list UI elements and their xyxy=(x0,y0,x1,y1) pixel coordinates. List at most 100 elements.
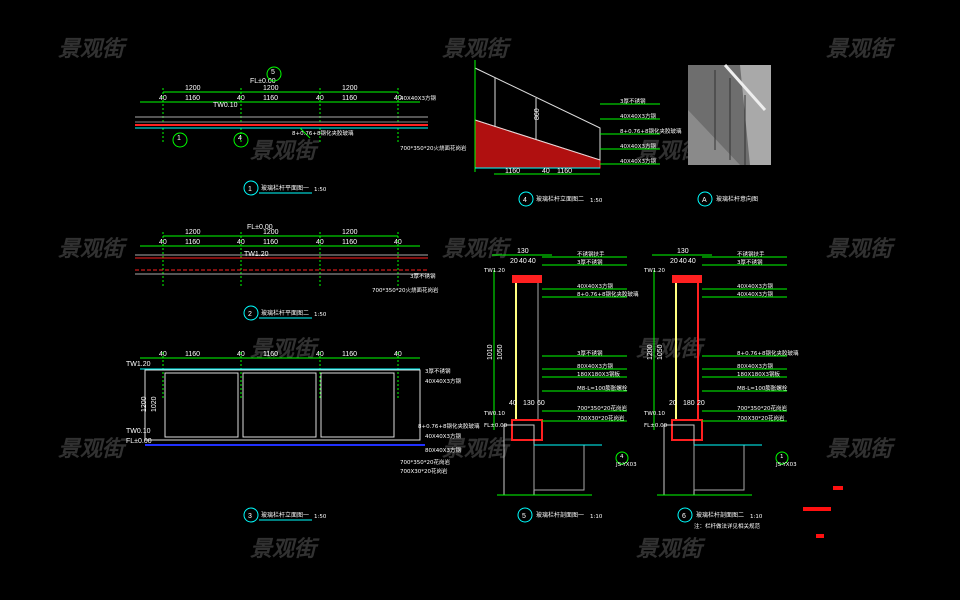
note: 40X40X3方钢 xyxy=(737,282,774,290)
dim-post: 40 xyxy=(316,95,324,102)
level-tw: TW1.20 xyxy=(244,251,269,258)
granite-note: 700*350*20火烧面花岗岩 xyxy=(400,144,467,152)
dim-clear: 1160 xyxy=(342,239,357,246)
dim-span: 1200 xyxy=(263,229,279,236)
subgrade xyxy=(533,444,585,491)
level-tw: TW0.10 xyxy=(126,428,151,435)
title-text: 玻璃栏杆剖面图一 xyxy=(536,511,584,519)
note: 3厚不锈钢 xyxy=(620,97,646,105)
dim-sub: 40 xyxy=(688,258,696,265)
note: 8+0.76+8钢化夹胶玻璃 xyxy=(577,290,639,298)
handrail xyxy=(512,275,542,283)
note: 40X40X3方钢 xyxy=(425,377,462,385)
note: 3厚不锈钢 xyxy=(410,272,436,280)
detail-ref-sheet: JS-YX03 xyxy=(775,462,797,468)
note: M8-L=100膨胀螺栓 xyxy=(737,384,788,392)
height-dim: 1020 xyxy=(151,396,158,412)
note: 700*350*20花岗岩 xyxy=(577,404,627,412)
marker-number: 1 xyxy=(177,135,181,142)
title-number: 6 xyxy=(682,513,686,520)
dim: 40 xyxy=(542,168,550,175)
dim-sub: 20 xyxy=(510,258,518,265)
note: 40X40X3方钢 xyxy=(577,282,614,290)
dim-post: 40 xyxy=(159,95,167,102)
section-marker: 1 xyxy=(172,132,188,148)
height-dim: 1050 xyxy=(657,344,664,360)
dim: 1160 xyxy=(505,168,520,175)
detail-ref-number: 4 xyxy=(620,454,624,460)
dim-bottom: 180 xyxy=(683,400,695,407)
level-fl: FL±0.00 xyxy=(247,224,273,231)
title-scale: 1:50 xyxy=(590,198,603,204)
handrail xyxy=(672,275,702,283)
title-text: 玻璃栏杆平面图二 xyxy=(261,309,309,317)
dim-post: 40 xyxy=(316,239,324,246)
dim-sub: 20 xyxy=(670,258,678,265)
watermark: 景观街 xyxy=(442,437,512,462)
dim-clear: 1160 xyxy=(185,239,200,246)
note: 40X40X3方钢 xyxy=(620,142,657,150)
red-mark xyxy=(816,534,824,538)
note: 700X30*20花岗岩 xyxy=(737,414,785,422)
dim-post: 40 xyxy=(237,239,245,246)
dim-post: 40 xyxy=(237,351,245,358)
watermark: 景观街 xyxy=(250,537,320,562)
title-number: 4 xyxy=(523,197,527,204)
watermark: 景观街 xyxy=(250,139,320,164)
dim-clear: 1160 xyxy=(263,95,278,102)
note: 不锈钢扶手 xyxy=(577,250,605,258)
base-plate xyxy=(511,419,543,441)
title-number: A xyxy=(702,197,707,204)
height-dim: 1010 xyxy=(487,344,494,360)
note: 40X40X3方钢 xyxy=(425,432,462,440)
dim-clear: 1160 xyxy=(185,351,200,358)
title-text: 玻璃栏杆立面图一 xyxy=(261,511,309,519)
dim-post: 40 xyxy=(159,239,167,246)
detail-ref-sheet: JS-YX03 xyxy=(615,462,637,468)
drawing-title: 3 玻璃栏杆立面图一 1:50 xyxy=(243,507,327,523)
drawing-title: A 玻璃栏杆意向图 xyxy=(697,191,758,207)
tube-note: 40X40X3方钢 xyxy=(400,94,437,102)
note: 8+0.76+8钢化夹胶玻璃 xyxy=(737,349,799,357)
title-number: 3 xyxy=(248,513,252,520)
note: 700*350*20火烧面花岗岩 xyxy=(372,286,439,294)
level-top: TW1.20 xyxy=(643,268,666,274)
dim: 1160 xyxy=(557,168,572,175)
note: 40X40X3方钢 xyxy=(620,157,657,165)
level-fl: FL±0.00 xyxy=(250,78,276,85)
title-number: 5 xyxy=(522,513,526,520)
height-dim: 1050 xyxy=(497,344,504,360)
marker-number: 5 xyxy=(271,69,275,76)
section-marker: 4 xyxy=(233,132,249,148)
dim-span: 1200 xyxy=(342,229,358,236)
red-mark xyxy=(833,486,843,490)
level-top: TW1.20 xyxy=(126,361,151,368)
dim-clear: 1160 xyxy=(342,351,357,358)
note: M8-L=100膨胀螺栓 xyxy=(577,384,628,392)
dim-post: 40 xyxy=(316,351,324,358)
note: 180X180X3钢板 xyxy=(577,370,621,378)
drawing-title: 2 玻璃栏杆平面图二 1:50 xyxy=(243,305,327,321)
dim-span: 1200 xyxy=(185,229,201,236)
dim-sub: 40 xyxy=(528,258,536,265)
watermarks: 景观街 景观街 景观街 景观街 景观街 景观街 景观街 景观街 景观街 景观街 … xyxy=(58,37,896,562)
note: 40X40X3方钢 xyxy=(620,112,657,120)
dim-bottom: 130 xyxy=(523,400,535,407)
level-tw: TW0.10 xyxy=(213,102,238,109)
level-fl: FL±0.00 xyxy=(126,438,152,445)
title-circle xyxy=(517,507,533,523)
title-text: 玻璃栏杆平面图一 xyxy=(261,184,309,192)
note: 3厚不锈钢 xyxy=(577,349,603,357)
note: 700*350*20花岗岩 xyxy=(400,458,450,466)
drawing-title: 1 玻璃栏杆平面图一 1:50 xyxy=(243,180,327,196)
note-list: 3厚不锈钢40X40X3方钢8+0.76+8钢化夹胶玻璃40X40X3方钢40X… xyxy=(600,97,682,165)
level-fl: FL±0.00 xyxy=(484,423,508,429)
height-dim: 1200 xyxy=(141,396,148,412)
dim-span: 1200 xyxy=(342,85,358,92)
note: 80X40X3方钢 xyxy=(425,446,462,454)
